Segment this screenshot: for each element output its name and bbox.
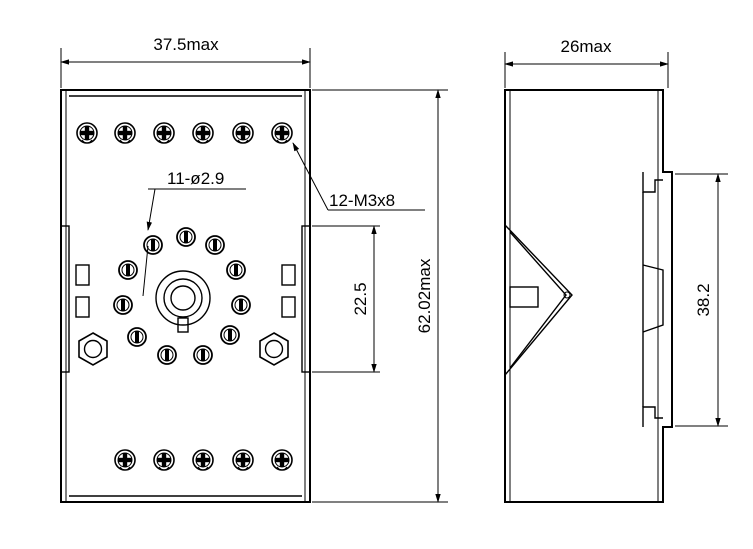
side-outline bbox=[504, 89, 673, 503]
terminal-screw-icon bbox=[153, 122, 175, 144]
front-width-label: 37.5max bbox=[153, 35, 219, 54]
terminal-screw-icon bbox=[232, 449, 254, 471]
screw-callout: 12-M3x8 bbox=[292, 142, 425, 211]
socket-pin-icon bbox=[176, 227, 196, 247]
terminal-screw-icon bbox=[271, 122, 293, 144]
left-clip-tab bbox=[60, 225, 70, 373]
hex-nut-icon bbox=[259, 332, 289, 366]
dim-overall-height: 62.02max bbox=[312, 89, 448, 503]
terminal-screw-icon bbox=[114, 449, 136, 471]
dim-socket-spacing: 22.5 bbox=[312, 225, 380, 373]
socket-pin-icon bbox=[127, 327, 147, 347]
rail-latch bbox=[642, 264, 664, 333]
bottom-screw-row bbox=[114, 449, 293, 471]
overall-height-label: 62.02max bbox=[415, 258, 434, 333]
dim-front-width: 37.5max bbox=[60, 35, 311, 88]
terminal-screw-icon bbox=[153, 449, 175, 471]
terminal-screw-icon bbox=[192, 449, 214, 471]
top-screw-row bbox=[76, 122, 293, 144]
terminal-screw-icon bbox=[232, 122, 254, 144]
right-clip-tab bbox=[301, 225, 311, 373]
hex-nut-icon bbox=[78, 332, 108, 366]
side-width-label: 26max bbox=[560, 37, 612, 56]
socket-pin-icon bbox=[193, 345, 213, 365]
terminal-screw-icon bbox=[271, 449, 293, 471]
socket-key-ring bbox=[155, 270, 211, 326]
socket-pin-icon bbox=[113, 295, 133, 315]
socket-pin-icon bbox=[226, 260, 246, 280]
front-view bbox=[60, 89, 311, 503]
indicator-window bbox=[75, 296, 90, 318]
socket-pin-icon bbox=[143, 235, 163, 255]
terminal-screw-icon bbox=[76, 122, 98, 144]
octal-socket bbox=[113, 227, 251, 365]
release-lever bbox=[504, 224, 573, 376]
rail-hook-top bbox=[642, 172, 663, 193]
indicator-window bbox=[75, 264, 90, 286]
socket-pin-icon bbox=[205, 235, 225, 255]
dim-side-width: 26max bbox=[504, 37, 669, 88]
hole-callout: 11-ø2.9 bbox=[142, 169, 246, 297]
indicator-window bbox=[281, 264, 296, 286]
socket-spacing-label: 22.5 bbox=[351, 282, 370, 315]
front-outline bbox=[60, 89, 311, 503]
rail-height-label: 38.2 bbox=[694, 283, 713, 316]
terminal-screw-icon bbox=[192, 122, 214, 144]
socket-pin-icon bbox=[118, 260, 138, 280]
dim-rail-height: 38.2 bbox=[675, 173, 728, 427]
hole-callout-label: 11-ø2.9 bbox=[167, 169, 224, 188]
screw-callout-label: 12-M3x8 bbox=[329, 191, 395, 210]
rail-hook-bottom bbox=[642, 406, 663, 427]
socket-pin-icon bbox=[231, 295, 251, 315]
socket-pin-icon bbox=[220, 325, 240, 345]
terminal-screw-icon bbox=[114, 122, 136, 144]
indicator-window bbox=[281, 296, 296, 318]
socket-pin-icon bbox=[157, 345, 177, 365]
side-view bbox=[504, 89, 673, 503]
